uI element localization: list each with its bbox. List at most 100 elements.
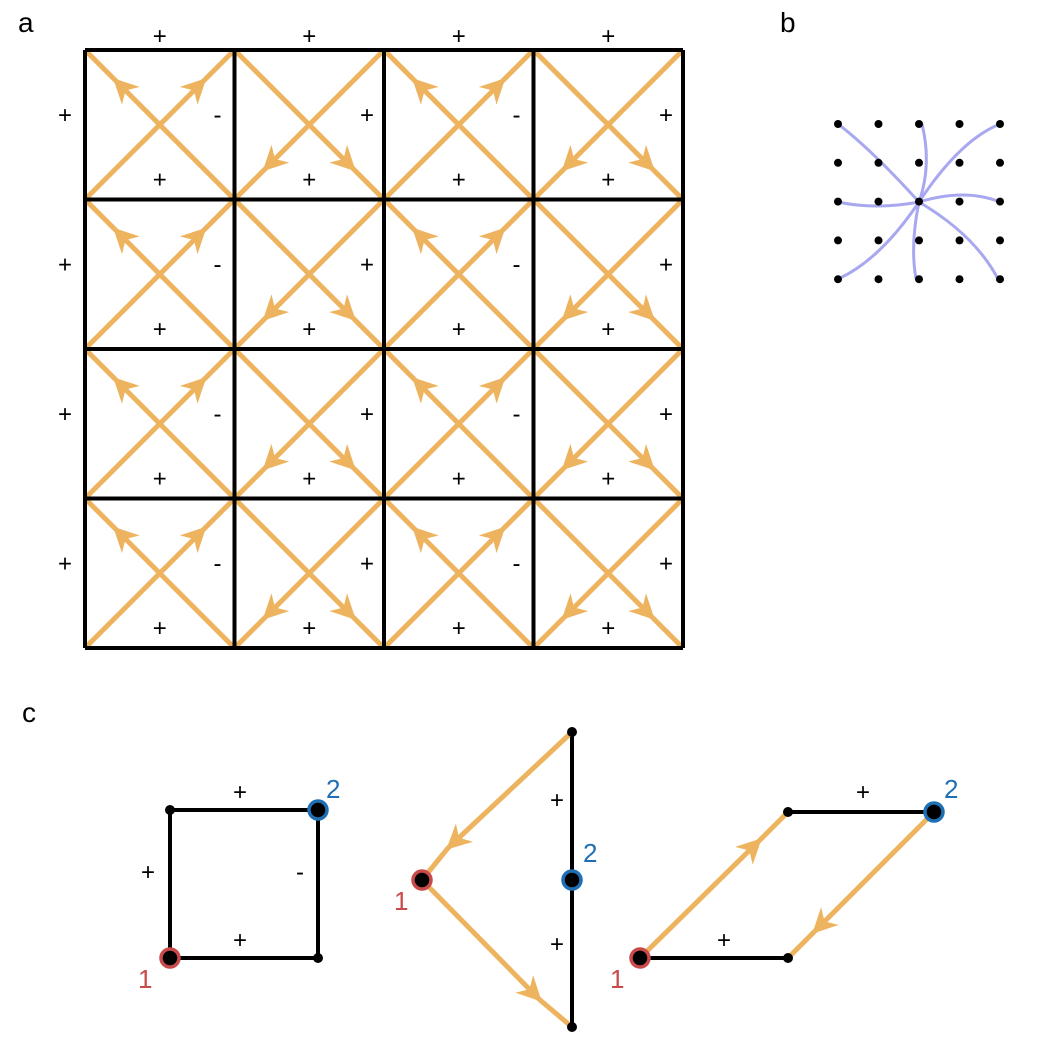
cell-sign-bottom: + — [302, 167, 316, 194]
grid-arrow-tail — [352, 317, 386, 351]
node-1-marker — [411, 869, 433, 891]
node-2-marker — [923, 801, 945, 823]
grid-arrow-tail — [83, 197, 117, 232]
grid-arrow — [232, 496, 356, 620]
grid-arrow-tail — [232, 167, 267, 202]
lattice-curve — [918, 200, 1000, 280]
cell-sign-bottom: + — [601, 466, 615, 493]
panel-label-a: a — [18, 7, 34, 38]
cell-sign-right: + — [360, 102, 374, 129]
lattice-dot — [955, 236, 964, 245]
grid-arrow — [412, 377, 536, 501]
lattice-dot — [996, 236, 1004, 245]
grid-sign-left: + — [58, 401, 72, 428]
panel-label-c: c — [22, 697, 36, 728]
panel-a-grid: ++++++-+++-++++-+++-++++-+++-++++-+++-++ — [58, 23, 685, 650]
panel-label-b: b — [780, 7, 796, 38]
grid-arrow — [382, 227, 506, 351]
grid-arrow-tail — [382, 48, 416, 82]
lattice-dot — [996, 158, 1004, 167]
cell-sign-bottom: + — [302, 466, 316, 493]
edge-sign-bottom: + — [233, 927, 247, 954]
plaquette-triangle: + + 1 2 — [394, 727, 597, 1032]
plaquette-arrow-tail — [786, 930, 816, 960]
cell-sign-right: + — [360, 551, 374, 578]
grid-arrow — [531, 496, 655, 620]
grid-arrow-tail — [531, 616, 566, 650]
grid-arrow — [382, 377, 506, 501]
lattice-dot — [874, 158, 883, 167]
grid-arrow-tail — [651, 616, 685, 650]
lattice-dot — [874, 236, 883, 245]
grid-arrow — [382, 526, 506, 650]
grid-arrow — [232, 197, 356, 321]
lattice-curve — [917, 122, 1001, 203]
grid-arrow-tail — [232, 616, 267, 650]
grid-arrow-tail — [651, 317, 685, 351]
cell-sign-bottom: + — [302, 615, 316, 642]
node-2-label: 2 — [326, 774, 340, 804]
lattice-dot — [996, 275, 1004, 284]
edge-sign-upper: + — [550, 787, 564, 814]
grid-arrow — [83, 377, 207, 501]
edge-sign-lower: + — [550, 931, 564, 958]
lattice-node — [567, 1022, 577, 1032]
grid-arrow — [412, 227, 536, 351]
lattice-dot — [915, 197, 923, 206]
cell-sign-right: - — [513, 401, 521, 428]
grid-arrow-tail — [352, 167, 386, 202]
lattice-curves — [837, 122, 1001, 281]
grid-sign-top: + — [452, 23, 466, 50]
lattice-node — [783, 953, 793, 963]
cell-sign-right: + — [360, 401, 374, 428]
grid-arrow-tail — [202, 48, 237, 82]
lattice-dot — [955, 275, 964, 284]
cell-sign-right: - — [214, 102, 222, 129]
cell-sign-right: + — [659, 401, 673, 428]
grid-arrow — [262, 496, 386, 620]
grid-arrow — [113, 227, 237, 351]
grid-lines — [83, 48, 685, 650]
grid-arrow — [531, 347, 655, 471]
lattice-curve — [837, 200, 920, 208]
plaquette-arrow — [420, 878, 542, 1002]
grid-sign-left: + — [58, 252, 72, 279]
grid-arrow — [262, 197, 386, 321]
lattice-dot — [915, 275, 923, 284]
lattice-curve — [912, 201, 921, 280]
cell-sign-bottom: + — [153, 615, 167, 642]
panel-c-plaquettes: + - + + 1 2 + + 1 2 — [138, 727, 958, 1032]
cell-sign-right: + — [659, 102, 673, 129]
cell-sign-right: + — [659, 551, 673, 578]
grid-arrow — [262, 347, 386, 471]
lattice-dot — [915, 236, 923, 245]
grid-arrow — [232, 347, 356, 471]
grid-arrow — [561, 197, 685, 321]
lattice-curve — [918, 193, 1001, 204]
plaquette-arrow — [812, 810, 936, 934]
cell-sign-bottom: + — [153, 316, 167, 343]
lattice-curve — [837, 201, 921, 281]
edge-sign-right: - — [296, 859, 304, 886]
grid-arrow-tail — [651, 167, 685, 202]
lattice-node — [567, 727, 577, 737]
node-2-marker — [561, 869, 583, 891]
grid-arrow-tail — [352, 466, 386, 501]
grid-arrow-tail — [382, 347, 416, 381]
cell-sign-right: - — [513, 252, 521, 279]
grid-arrow — [83, 78, 207, 202]
plaquette-parallelogram: + + 1 2 — [610, 774, 958, 994]
lattice-dot — [834, 158, 842, 167]
cell-sign-right: - — [513, 551, 521, 578]
plaquette-arrow-tail — [758, 810, 790, 842]
grid-arrows — [83, 48, 685, 650]
grid-sign-left: + — [58, 551, 72, 578]
edge-sign-bottom: + — [717, 927, 731, 954]
cell-sign-right: - — [214, 252, 222, 279]
lattice-node — [313, 953, 323, 963]
lattice-dot — [834, 197, 842, 206]
grid-arrow-tail — [501, 496, 536, 531]
node-1-marker — [629, 947, 651, 969]
cell-sign-bottom: + — [452, 615, 466, 642]
